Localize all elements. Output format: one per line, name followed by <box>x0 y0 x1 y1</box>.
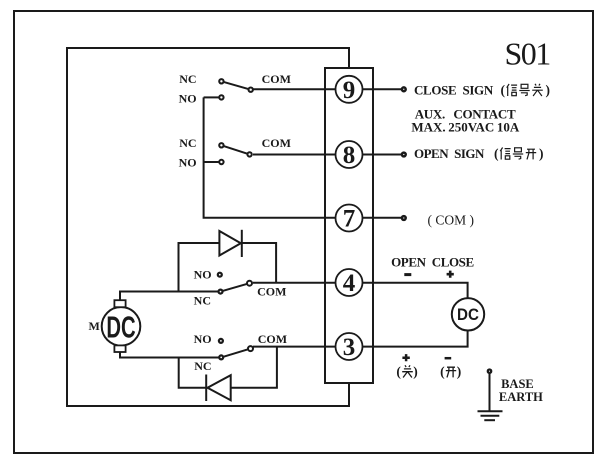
svg-text:NO: NO <box>179 92 197 106</box>
svg-text:COM: COM <box>257 284 286 298</box>
svg-text:): ) <box>546 83 551 98</box>
svg-text:EARTH: EARTH <box>499 390 543 404</box>
svg-text:NC: NC <box>179 136 196 150</box>
svg-text:DC: DC <box>106 309 135 344</box>
svg-text:COM: COM <box>262 72 291 86</box>
svg-text:NO: NO <box>194 268 212 282</box>
svg-text:AUX. CONTACT: AUX. CONTACT <box>415 106 516 121</box>
svg-text:(: ( <box>501 83 506 98</box>
svg-text:CLOSE SIGN: CLOSE SIGN <box>414 82 494 97</box>
svg-text:): ) <box>413 364 418 379</box>
svg-text:NC: NC <box>194 359 211 373</box>
svg-text:S01: S01 <box>505 36 551 72</box>
svg-text:8: 8 <box>343 142 356 169</box>
svg-text:NC: NC <box>194 294 211 308</box>
svg-text:OPEN CLOSE: OPEN CLOSE <box>391 255 474 270</box>
svg-text:COM: COM <box>262 136 291 150</box>
svg-text:NO: NO <box>194 332 212 346</box>
svg-text:COM: COM <box>258 332 287 346</box>
svg-text:(: ( <box>494 146 499 161</box>
svg-text:M: M <box>89 319 100 333</box>
svg-text:7: 7 <box>343 206 356 233</box>
svg-text:): ) <box>539 146 544 161</box>
svg-text:NC: NC <box>179 72 196 86</box>
svg-text:(: ( <box>396 364 401 379</box>
svg-text:BASE: BASE <box>501 377 534 391</box>
svg-text:): ) <box>457 364 462 379</box>
svg-text:( COM ): ( COM ) <box>428 212 475 227</box>
svg-text:OPEN SIGN: OPEN SIGN <box>414 146 485 161</box>
svg-text:NO: NO <box>179 156 197 170</box>
svg-text:DC: DC <box>457 306 479 324</box>
svg-text:(: ( <box>440 364 445 379</box>
svg-text:MAX. 250VAC 10A: MAX. 250VAC 10A <box>411 119 519 134</box>
svg-text:4: 4 <box>343 270 356 297</box>
svg-text:9: 9 <box>343 77 356 104</box>
svg-text:3: 3 <box>343 334 356 361</box>
